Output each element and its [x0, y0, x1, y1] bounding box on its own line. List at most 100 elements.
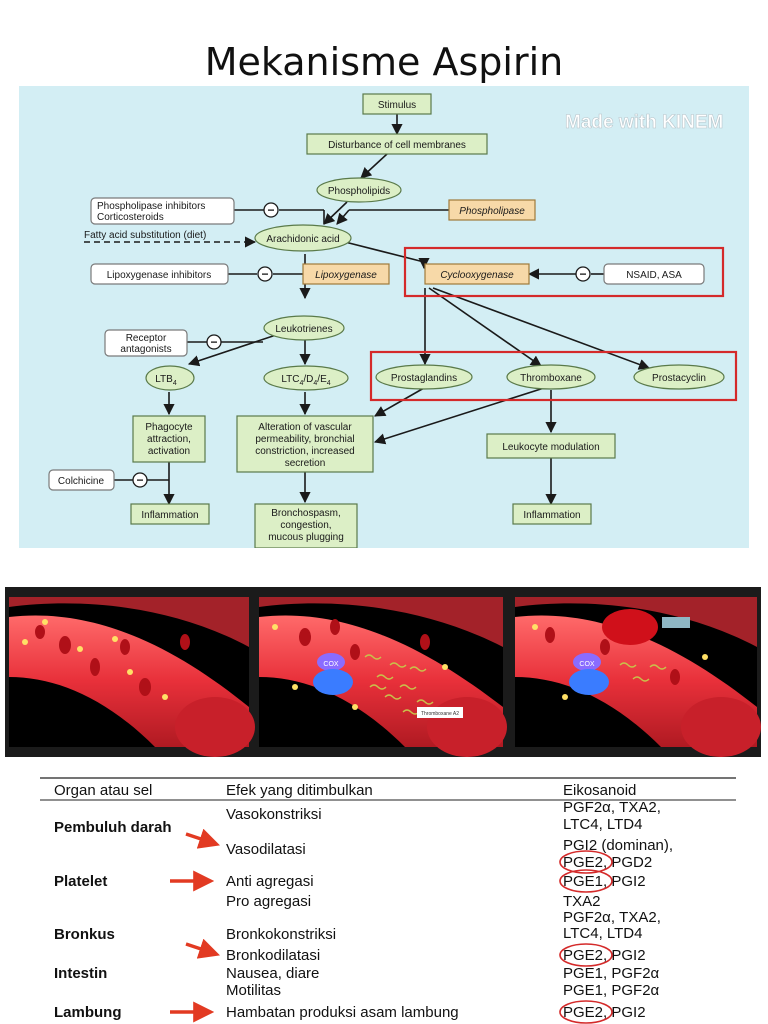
eico-r2b: TXA2 — [563, 893, 601, 910]
cox-label: COX — [579, 661, 595, 668]
label-alteration-1: Alteration of vascular — [258, 422, 352, 433]
inhibit-colchicine-icon — [132, 472, 148, 488]
node-colchicine — [48, 469, 115, 491]
cox-enzyme-body-icon — [313, 669, 353, 695]
vessel-panels: COX Thromboxane A2 COX — [5, 587, 761, 757]
label-lipoxygenase-inhibitors: Lipoxygenase inhibitors — [107, 270, 212, 281]
inhibit-receptor-icon — [206, 334, 222, 350]
organ-bronkus: Bronkus — [54, 926, 115, 943]
label-phagocyte-3: activation — [148, 446, 190, 457]
effect-bronkodilatasi: Bronkodilatasi — [226, 947, 320, 964]
organ-lambung: Lambung — [54, 1004, 122, 1021]
vessel-panel-1 — [9, 597, 255, 757]
eico-r2a: PGE1, PGI2 — [563, 873, 646, 890]
label-alteration-2: permeability, bronchial — [255, 434, 354, 445]
label-thromboxane: Thromboxane — [520, 373, 582, 384]
node-leukotrienes — [263, 315, 345, 341]
label-receptor-1: Receptor — [126, 333, 167, 344]
vessel-illustrations: COX Thromboxane A2 COX — [9, 597, 761, 757]
node-ltb4 — [145, 365, 195, 391]
label-receptor-2: antagonists — [120, 344, 171, 355]
effect-vasokonstriksi: Vasokonstriksi — [226, 806, 322, 823]
inhibit-symbol: − — [210, 335, 217, 349]
label-cyclooxygenase: Cyclooxygenase — [440, 270, 514, 281]
label-colchicine: Colchicine — [58, 476, 105, 487]
header-organ: Organ atau sel — [54, 782, 152, 799]
label-leukocyte-modulation: Leukocyte modulation — [502, 442, 599, 453]
label-ltb4: LTB4 — [155, 374, 177, 387]
cox-label: COX — [323, 661, 339, 668]
effect-motilitas: Motilitas — [226, 982, 281, 999]
node-arachidonic-acid — [254, 224, 352, 252]
node-stimulus — [362, 93, 432, 115]
header-eicosanoid: Eikosanoid — [563, 782, 636, 799]
diagram-background — [19, 86, 749, 548]
node-bronchospasm — [254, 503, 358, 548]
highlight-pge1-platelet — [559, 869, 613, 893]
vessel-panel-3: COX — [515, 597, 761, 757]
eico-r1b-line2: PGE2, PGD2 — [563, 854, 652, 871]
effect-vasodilatasi: Vasodilatasi — [226, 841, 306, 858]
prostanoid-highlight-box — [369, 350, 738, 402]
inhibit-lipoxygenase-icon — [257, 266, 273, 282]
node-ltc4 — [263, 365, 349, 391]
node-alteration — [236, 415, 374, 473]
node-disturbance — [306, 133, 488, 155]
eicosanoid-table: Organ atau sel Efek yang ditimbulkan Eik… — [40, 777, 736, 1024]
node-thromboxane — [506, 364, 596, 390]
node-prostaglandins — [375, 364, 473, 390]
header-effect: Efek yang ditimbulkan — [226, 782, 373, 799]
effect-anti-agregasi: Anti agregasi — [226, 873, 314, 890]
label-bronchospasm-1: Bronchospasm, — [271, 508, 340, 519]
label-disturbance: Disturbance of cell membranes — [328, 140, 466, 151]
node-lipoxygenase-inhibitors — [90, 263, 229, 285]
label-phagocyte-2: attraction, — [147, 434, 191, 445]
label-alteration-4: secretion — [285, 458, 326, 469]
highlight-pge2-vaso — [559, 850, 613, 874]
node-phospholipase — [448, 199, 536, 221]
eico-r3b: PGE2, PGI2 — [563, 947, 646, 964]
organ-platelet: Platelet — [54, 873, 107, 890]
inhibit-phospholipase-icon — [263, 202, 279, 218]
clot-label-tag — [662, 617, 690, 628]
inhibit-symbol: − — [267, 203, 274, 217]
node-inflammation-left — [130, 503, 210, 525]
inhibit-symbol: − — [136, 473, 143, 487]
inhibit-symbol: − — [579, 267, 586, 281]
eico-r5a: PGE2, PGI2 — [563, 1004, 646, 1021]
arrow-vasodilatasi-icon — [185, 828, 220, 849]
label-prostaglandins: Prostaglandins — [391, 373, 457, 384]
watermark: Made with KINEM — [565, 112, 723, 133]
label-lipoxygenase: Lipoxygenase — [315, 270, 377, 281]
label-phospholipase-inhibitors: Phospholipase inhibitors — [97, 201, 205, 212]
label-alteration-3: constriction, increased — [255, 446, 355, 457]
label-phospholipids: Phospholipids — [328, 186, 390, 197]
label-phagocyte-1: Phagocyte — [145, 422, 193, 433]
vessel-panel-2: COX Thromboxane A2 — [259, 597, 507, 757]
label-fatty-acid: Fatty acid substitution (diet) — [84, 230, 206, 241]
eico-r3a-line1: PGF2α, TXA2, — [563, 909, 661, 926]
label-ltc4: LTC4/D4/E4 — [281, 374, 330, 387]
node-phospholipase-inhibitors — [90, 197, 235, 225]
cox-highlight-box — [403, 246, 725, 298]
label-inflammation-left: Inflammation — [141, 510, 198, 521]
node-leukocyte-modulation — [486, 433, 616, 459]
effect-hambatan-asam: Hambatan produksi asam lambung — [226, 1004, 459, 1021]
node-receptor-antagonists — [104, 329, 188, 357]
label-leukotrienes: Leukotrienes — [275, 324, 332, 335]
label-phospholipase: Phospholipase — [459, 206, 525, 217]
eico-r3a-line2: LTC4, LTD4 — [563, 925, 642, 942]
label-nsaid: NSAID, ASA — [626, 270, 682, 281]
inhibit-cyclooxygenase-icon — [575, 266, 591, 282]
node-lipoxygenase — [302, 263, 390, 285]
node-prostacyclin — [633, 364, 725, 390]
label-corticosteroids: Corticosteroids — [97, 212, 164, 223]
thromboxane-tag — [417, 707, 463, 718]
label-bronchospasm-3: mucous plugging — [268, 532, 344, 543]
cox-enzyme-body-icon — [569, 669, 609, 695]
arrow-bronkodilatasi-icon — [185, 938, 220, 959]
node-phagocyte — [132, 415, 206, 463]
node-nsaid — [603, 263, 705, 285]
eico-r1a-line2: LTC4, LTD4 — [563, 816, 642, 833]
cox-enzyme-icon — [317, 653, 345, 671]
